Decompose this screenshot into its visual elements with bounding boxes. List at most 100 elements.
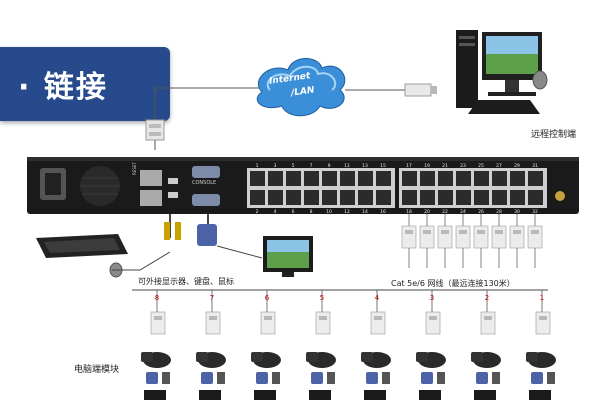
- reset-label: RESET: [132, 162, 137, 175]
- usb-plug-icon: [547, 372, 555, 384]
- computer-port-number: 2: [485, 294, 489, 302]
- port-number-top: 29: [514, 163, 520, 169]
- port-number-bottom: 8: [310, 209, 313, 215]
- rj45-port-bottom-8: [304, 190, 319, 205]
- vga-plug-icon: [201, 372, 213, 384]
- cable-adapter: [473, 225, 489, 249]
- port-number-top: 17: [406, 163, 412, 169]
- computer-module-adapter: [425, 311, 441, 335]
- wire-kvm-to-internet: [154, 87, 265, 118]
- vga-plug-icon: [421, 372, 433, 384]
- rj45-port-bottom-14: [358, 190, 373, 205]
- cable-adapter: [401, 225, 417, 249]
- port-number-bottom: 20: [424, 209, 430, 215]
- rj45-port-top-15: [376, 171, 391, 186]
- console-label: CONSOLE: [192, 180, 217, 186]
- usb-plug-icon: [162, 372, 170, 384]
- rj45-port-top-3: [268, 171, 283, 186]
- port-number-top: 1: [256, 163, 259, 169]
- computer-module-adapter: [480, 311, 496, 335]
- computer-port-number: 7: [210, 294, 214, 302]
- banner-title: · 链接: [18, 70, 108, 105]
- rj45-port-top-31: [528, 171, 543, 186]
- port-number-top: 13: [362, 163, 368, 169]
- cable-adapter: [437, 225, 453, 249]
- port-number-bottom: 30: [514, 209, 520, 215]
- port-number-top: 25: [478, 163, 484, 169]
- title-banner: [0, 47, 170, 121]
- port-number-bottom: 24: [460, 209, 466, 215]
- usb-plug-icon: [327, 372, 335, 384]
- port-number-top: 9: [328, 163, 331, 169]
- computer-port-number: 5: [320, 294, 324, 302]
- port-number-top: 27: [496, 163, 502, 169]
- rj45-port-top-17: [402, 171, 417, 186]
- port-number-bottom: 32: [532, 209, 538, 215]
- rj45-port-bottom-6: [286, 190, 301, 205]
- cable-adapter: [527, 225, 543, 249]
- rj45-port-top-27: [492, 171, 507, 186]
- computer-port-number: 6: [265, 294, 270, 302]
- port-number-bottom: 14: [362, 209, 368, 215]
- port-number-top: 23: [460, 163, 466, 169]
- computer-module-adapter: [260, 311, 276, 335]
- rj45-port-bottom-12: [340, 190, 355, 205]
- port-number-bottom: 2: [256, 209, 259, 215]
- port-number-bottom: 10: [326, 209, 332, 215]
- cable-adapter-row: [401, 214, 543, 268]
- port-number-top: 31: [532, 163, 538, 169]
- vga-plug-icon: [366, 372, 378, 384]
- computer-module-adapter: [315, 311, 331, 335]
- rj45-port-bottom-28: [492, 190, 507, 205]
- cable-adapter: [491, 225, 507, 249]
- rj45-port-top-11: [340, 171, 355, 186]
- vga-plug-icon: [311, 372, 323, 384]
- vga-plug-icon: [476, 372, 488, 384]
- computer-port-number: 3: [430, 294, 434, 302]
- computer-port-number: 4: [375, 294, 380, 302]
- power-indicator-icon: [555, 191, 565, 201]
- rj45-port-bottom-10: [322, 190, 337, 205]
- remote-pc-icon: [456, 30, 548, 114]
- rj45-port-top-9: [322, 171, 337, 186]
- rj45-port-bottom-20: [420, 190, 435, 205]
- peripheral-label: 可外接显示器、键盘、鼠标: [138, 277, 234, 286]
- internet-cloud-icon: [256, 58, 346, 117]
- port-number-bottom: 28: [496, 209, 502, 215]
- port-number-top: 5: [292, 163, 295, 169]
- port-number-top: 21: [442, 163, 448, 169]
- rj45-port-bottom-32: [528, 190, 543, 205]
- usb-plug-icon: [272, 372, 280, 384]
- rj45-port-bottom-24: [456, 190, 471, 205]
- port-number-top: 19: [424, 163, 430, 169]
- cable-adapter: [509, 225, 525, 249]
- rj45-port-top-19: [420, 171, 435, 186]
- rj45-port-top-23: [456, 171, 471, 186]
- vga-plug-icon: [531, 372, 543, 384]
- computer-icon: [254, 390, 276, 400]
- computer-icon: [144, 390, 166, 400]
- computer-module-adapter: [150, 311, 166, 335]
- rj45-port-bottom-4: [268, 190, 283, 205]
- remote-control-label: 远程控制端: [531, 130, 577, 140]
- rj45-port-bottom-18: [402, 190, 417, 205]
- computer-icon: [474, 390, 496, 400]
- rj45-connector-icon: [404, 83, 437, 97]
- computer-module-adapter: [535, 311, 551, 335]
- rj45-port-top-13: [358, 171, 373, 186]
- keyboard-icon: [36, 234, 128, 258]
- rj45-port-bottom-26: [474, 190, 489, 205]
- computer-port-number: 1: [540, 294, 544, 302]
- computer-icon: [529, 390, 551, 400]
- port-number-bottom: 16: [380, 209, 386, 215]
- rj45-port-top-29: [510, 171, 525, 186]
- computer-module-label: 电脑端模块: [74, 365, 120, 375]
- rj45-port-top-1: [250, 171, 265, 186]
- computer-icon: [199, 390, 221, 400]
- usb-plug-icon: [217, 372, 225, 384]
- port-number-bottom: 6: [292, 209, 295, 215]
- vga-plug-icon: [146, 372, 158, 384]
- port-number-bottom: 26: [478, 209, 484, 215]
